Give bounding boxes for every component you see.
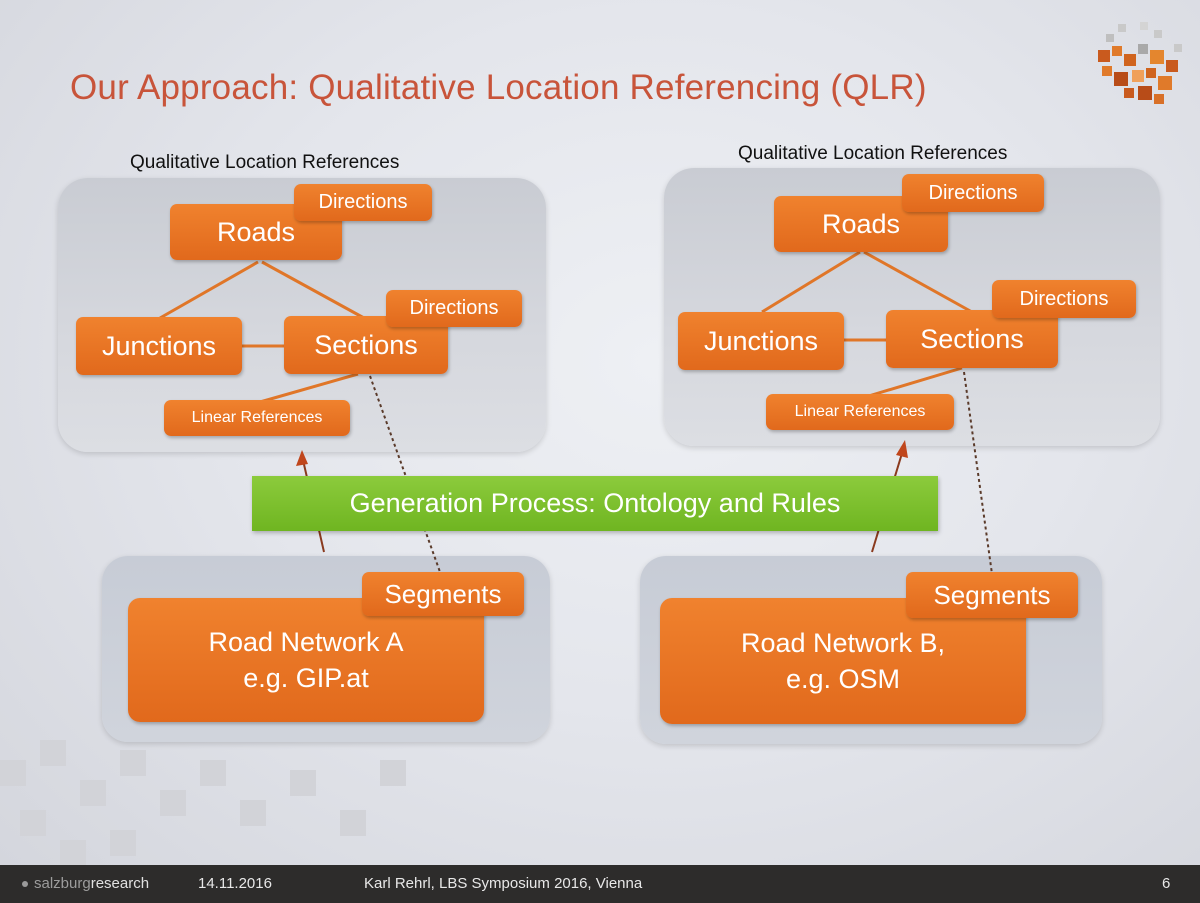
footer-brand-bold: research: [90, 875, 150, 892]
generation-process-bar: Generation Process: Ontology and Rules: [252, 476, 938, 531]
footer-date: 14.11.2016: [198, 875, 272, 892]
footer-bar: salzburgresearch 14.11.2016 Karl Rehrl, …: [0, 865, 1200, 903]
brand-dot-icon: [22, 881, 28, 888]
arrow-head-left: [296, 450, 308, 466]
footer-brand: salzburgresearch: [22, 875, 149, 892]
roads-sections-line-left: [261, 260, 365, 320]
roads-junctions-line-left: [159, 260, 259, 320]
linear-references-box-right: Linear References: [766, 394, 954, 430]
road-network-a-title: Road Network A: [208, 627, 404, 657]
footer-event: Karl Rehrl, LBS Symposium 2016, Vienna: [364, 875, 643, 892]
decorative-pixels: [0, 740, 406, 866]
road-network-b-title: Road Network B,: [740, 628, 946, 658]
arrow-head-right: [896, 440, 908, 458]
left-group-label: Qualitative Location References: [130, 152, 400, 173]
sections-directions-box-left: Directions: [386, 290, 522, 327]
footer-brand-light: salzburg: [34, 875, 91, 892]
salzburg-research-logo-icon: [1098, 22, 1182, 104]
road-network-a-example: e.g. GIP.at: [243, 663, 369, 693]
linear-references-box-left: Linear References: [164, 400, 350, 436]
roads-directions-box-left: Directions: [294, 184, 432, 221]
footer-page-number: 6: [1162, 875, 1171, 892]
sections-directions-box-right: Directions: [992, 280, 1136, 318]
sections-box-right: Sections: [886, 310, 1058, 368]
junctions-box-right: Junctions: [678, 312, 844, 370]
road-network-b-box: Road Network B, e.g. OSM: [660, 598, 1026, 724]
sections-linear-line-right: [861, 366, 963, 400]
roads-box-left: Roads: [170, 204, 342, 260]
roads-sections-line-right: [863, 250, 973, 314]
junctions-box-left: Junctions: [76, 317, 242, 375]
segments-box-b: Segments: [906, 572, 1078, 618]
roads-directions-box-right: Directions: [902, 174, 1044, 212]
sections-linear-line-left: [259, 372, 359, 404]
segments-box-a: Segments: [362, 572, 524, 616]
dotted-link-left: [369, 375, 441, 573]
slide-title: Our Approach: Qualitative Location Refer…: [70, 68, 927, 107]
road-network-a-box: Road Network A e.g. GIP.at: [128, 598, 484, 722]
dotted-link-right: [963, 371, 993, 575]
roads-junctions-line-right: [761, 250, 861, 314]
road-network-b-example: e.g. OSM: [785, 664, 901, 694]
right-group-label: Qualitative Location References: [738, 143, 1008, 164]
